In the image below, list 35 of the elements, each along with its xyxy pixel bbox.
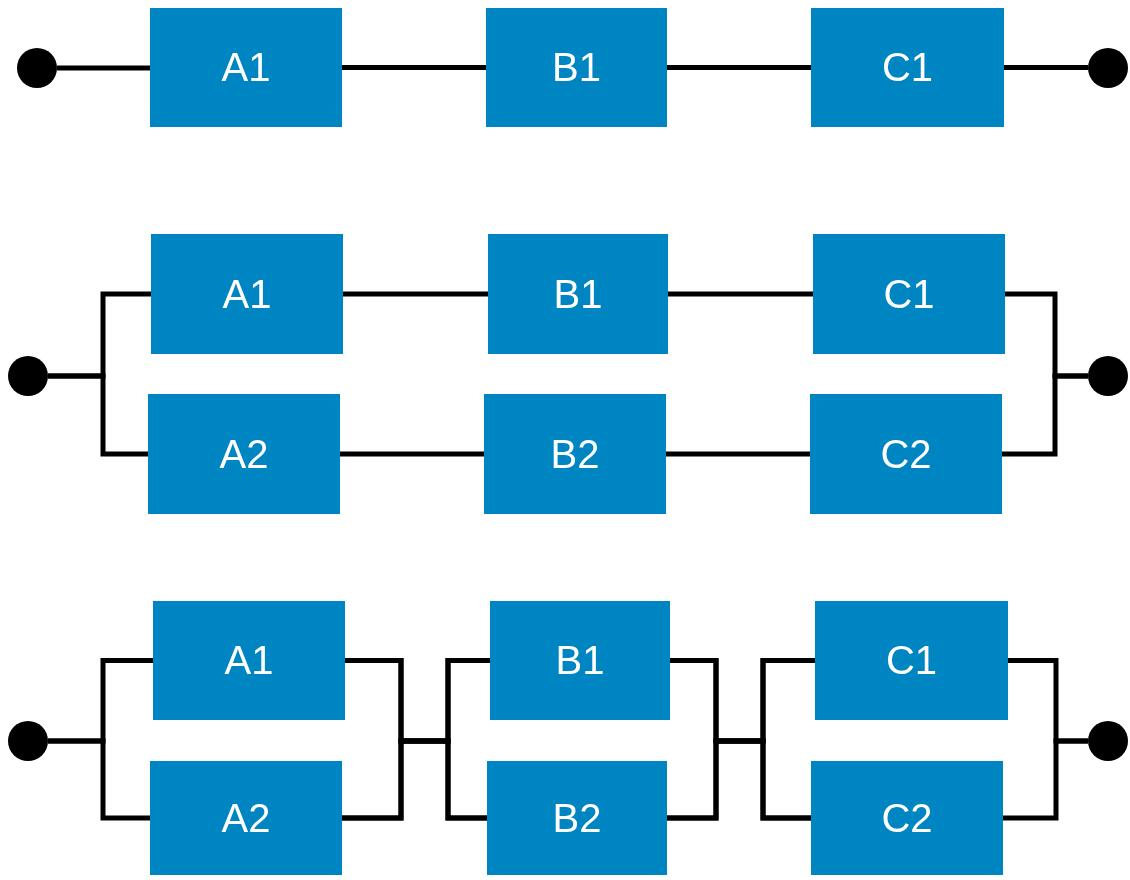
- connector-line: [1003, 738, 1088, 821]
- component-block: C2: [811, 761, 1003, 875]
- connector-line: [343, 291, 488, 297]
- connector-line: [342, 65, 486, 70]
- component-block: A2: [148, 394, 340, 514]
- component-block: A1: [151, 234, 343, 354]
- component-block: B1: [490, 601, 670, 720]
- connector-line: [668, 291, 813, 297]
- terminal-dot: [1088, 356, 1128, 396]
- connector-line: [666, 451, 810, 457]
- component-block: B1: [486, 8, 667, 127]
- terminal-dot: [8, 721, 48, 761]
- connector-line: [667, 738, 811, 821]
- connector-line: [57, 65, 150, 71]
- connector-line: [1004, 65, 1088, 70]
- component-block: B2: [487, 761, 667, 875]
- connector-line: [1002, 373, 1088, 457]
- component-block: A1: [153, 601, 345, 720]
- connector-line: [48, 738, 150, 821]
- terminal-dot: [1088, 48, 1128, 88]
- component-block: A2: [150, 761, 342, 875]
- connector-line: [340, 451, 484, 457]
- terminal-dot: [17, 48, 57, 88]
- component-block: C1: [815, 601, 1008, 720]
- component-block: C1: [811, 8, 1004, 127]
- terminal-dot: [1088, 721, 1128, 761]
- connector-line: [667, 65, 811, 70]
- component-block: C2: [810, 394, 1002, 514]
- terminal-dot: [8, 356, 48, 396]
- component-block: A1: [150, 8, 342, 127]
- component-block: B2: [484, 394, 666, 514]
- connector-line: [342, 738, 487, 821]
- connector-line: [48, 373, 148, 457]
- component-block: B1: [488, 234, 668, 354]
- component-block: C1: [813, 234, 1005, 354]
